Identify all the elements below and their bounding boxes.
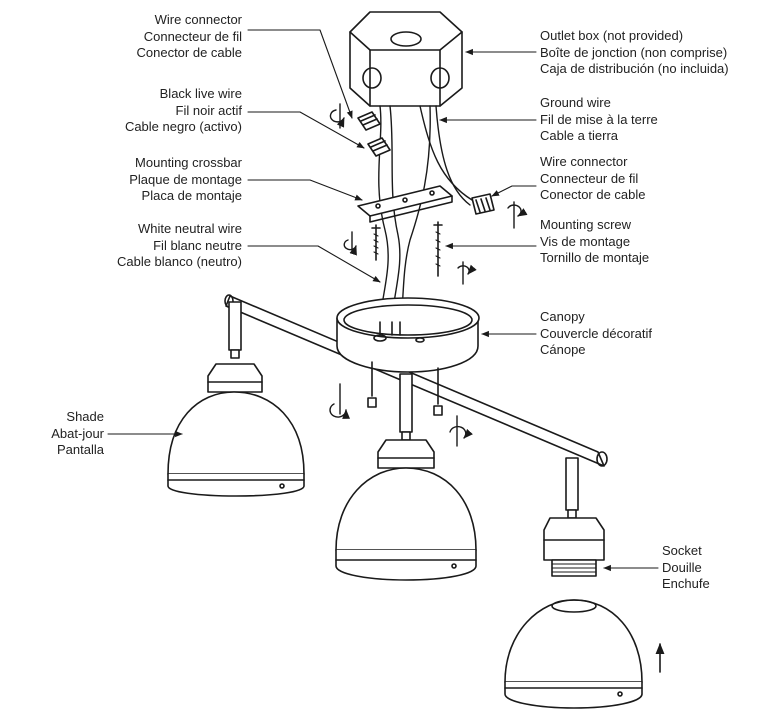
label-es: Cánope [540, 342, 586, 357]
label-fr: Couvercle décoratif [540, 325, 652, 341]
label-en: Outlet box (not provided) [540, 28, 684, 43]
lamp-center [335, 373, 477, 581]
label-white-neutral-wire: White neutral wire Fil blanc neutre Cabl… [60, 221, 242, 271]
label-es: Conector de cable [540, 187, 646, 202]
label-es: Cable a tierra [540, 128, 619, 143]
label-wire-connector-right: Wire connector Connecteur de fil Conecto… [540, 154, 646, 204]
label-en: White neutral wire [137, 221, 242, 236]
lamp-left [167, 301, 305, 497]
label-en: Mounting screw [540, 217, 632, 232]
label-es: Tornillo de montaje [540, 250, 650, 265]
label-fr: Fil blanc neutre [153, 237, 242, 253]
label-en: Ground wire [540, 95, 611, 110]
label-en: Wire connector [154, 12, 242, 27]
canopy [336, 297, 480, 373]
label-socket: Socket Douille Enchufe [662, 543, 710, 593]
label-es: Cable negro (activo) [124, 119, 242, 134]
wire-connectors-top [357, 111, 391, 157]
label-mounting-screw: Mounting screw Vis de montage Tornillo d… [540, 217, 649, 267]
label-fr: Connecteur de fil [143, 28, 242, 44]
leader-lines [107, 29, 659, 572]
label-en: Shade [66, 409, 104, 424]
lamp-right [543, 457, 605, 577]
label-fr: Connecteur de fil [540, 170, 639, 186]
mounting-crossbar [357, 185, 453, 223]
label-es: Pantalla [57, 442, 104, 457]
label-fr: Fil de mise à la terre [540, 111, 658, 127]
label-fr: Douille [662, 559, 702, 575]
label-fr: Plaque de montage [129, 171, 242, 187]
rotation-arrows [329, 103, 528, 447]
label-black-live-wire: Black live wire Fil noir actif Cable neg… [60, 86, 242, 136]
label-es: Conector de cable [136, 45, 242, 60]
label-fr: Boîte de jonction (non comprise) [540, 44, 728, 60]
label-mounting-crossbar: Mounting crossbar Plaque de montage Plac… [60, 155, 242, 205]
label-es: Placa de montaje [141, 188, 242, 203]
label-es: Cable blanco (neutro) [116, 254, 242, 269]
label-en: Mounting crossbar [135, 155, 242, 170]
mounting-screws [371, 221, 443, 277]
label-ground-wire: Ground wire Fil de mise à la terre Cable… [540, 95, 658, 145]
label-fr: Vis de montage [540, 233, 631, 249]
label-en: Wire connector [540, 154, 628, 169]
label-fr: Fil noir actif [175, 102, 242, 118]
canopy-rods [367, 361, 443, 416]
wire-connector-right [471, 193, 495, 215]
outlet-box [349, 11, 463, 107]
label-es: Caja de distribución (no incluida) [540, 61, 729, 76]
label-en: Socket [662, 543, 702, 558]
label-canopy: Canopy Couvercle décoratif Cánope [540, 309, 652, 359]
label-shade: Shade Abat-jour Pantalla [20, 409, 104, 459]
label-wire-connector-top: Wire connector Connecteur de fil Conecto… [60, 12, 242, 62]
detached-shade [504, 599, 665, 709]
label-en: Black live wire [159, 86, 242, 101]
label-en: Canopy [540, 309, 585, 324]
label-fr: Abat-jour [51, 425, 104, 441]
label-es: Enchufe [662, 576, 710, 591]
label-outlet-box: Outlet box (not provided) Boîte de jonct… [540, 28, 729, 78]
